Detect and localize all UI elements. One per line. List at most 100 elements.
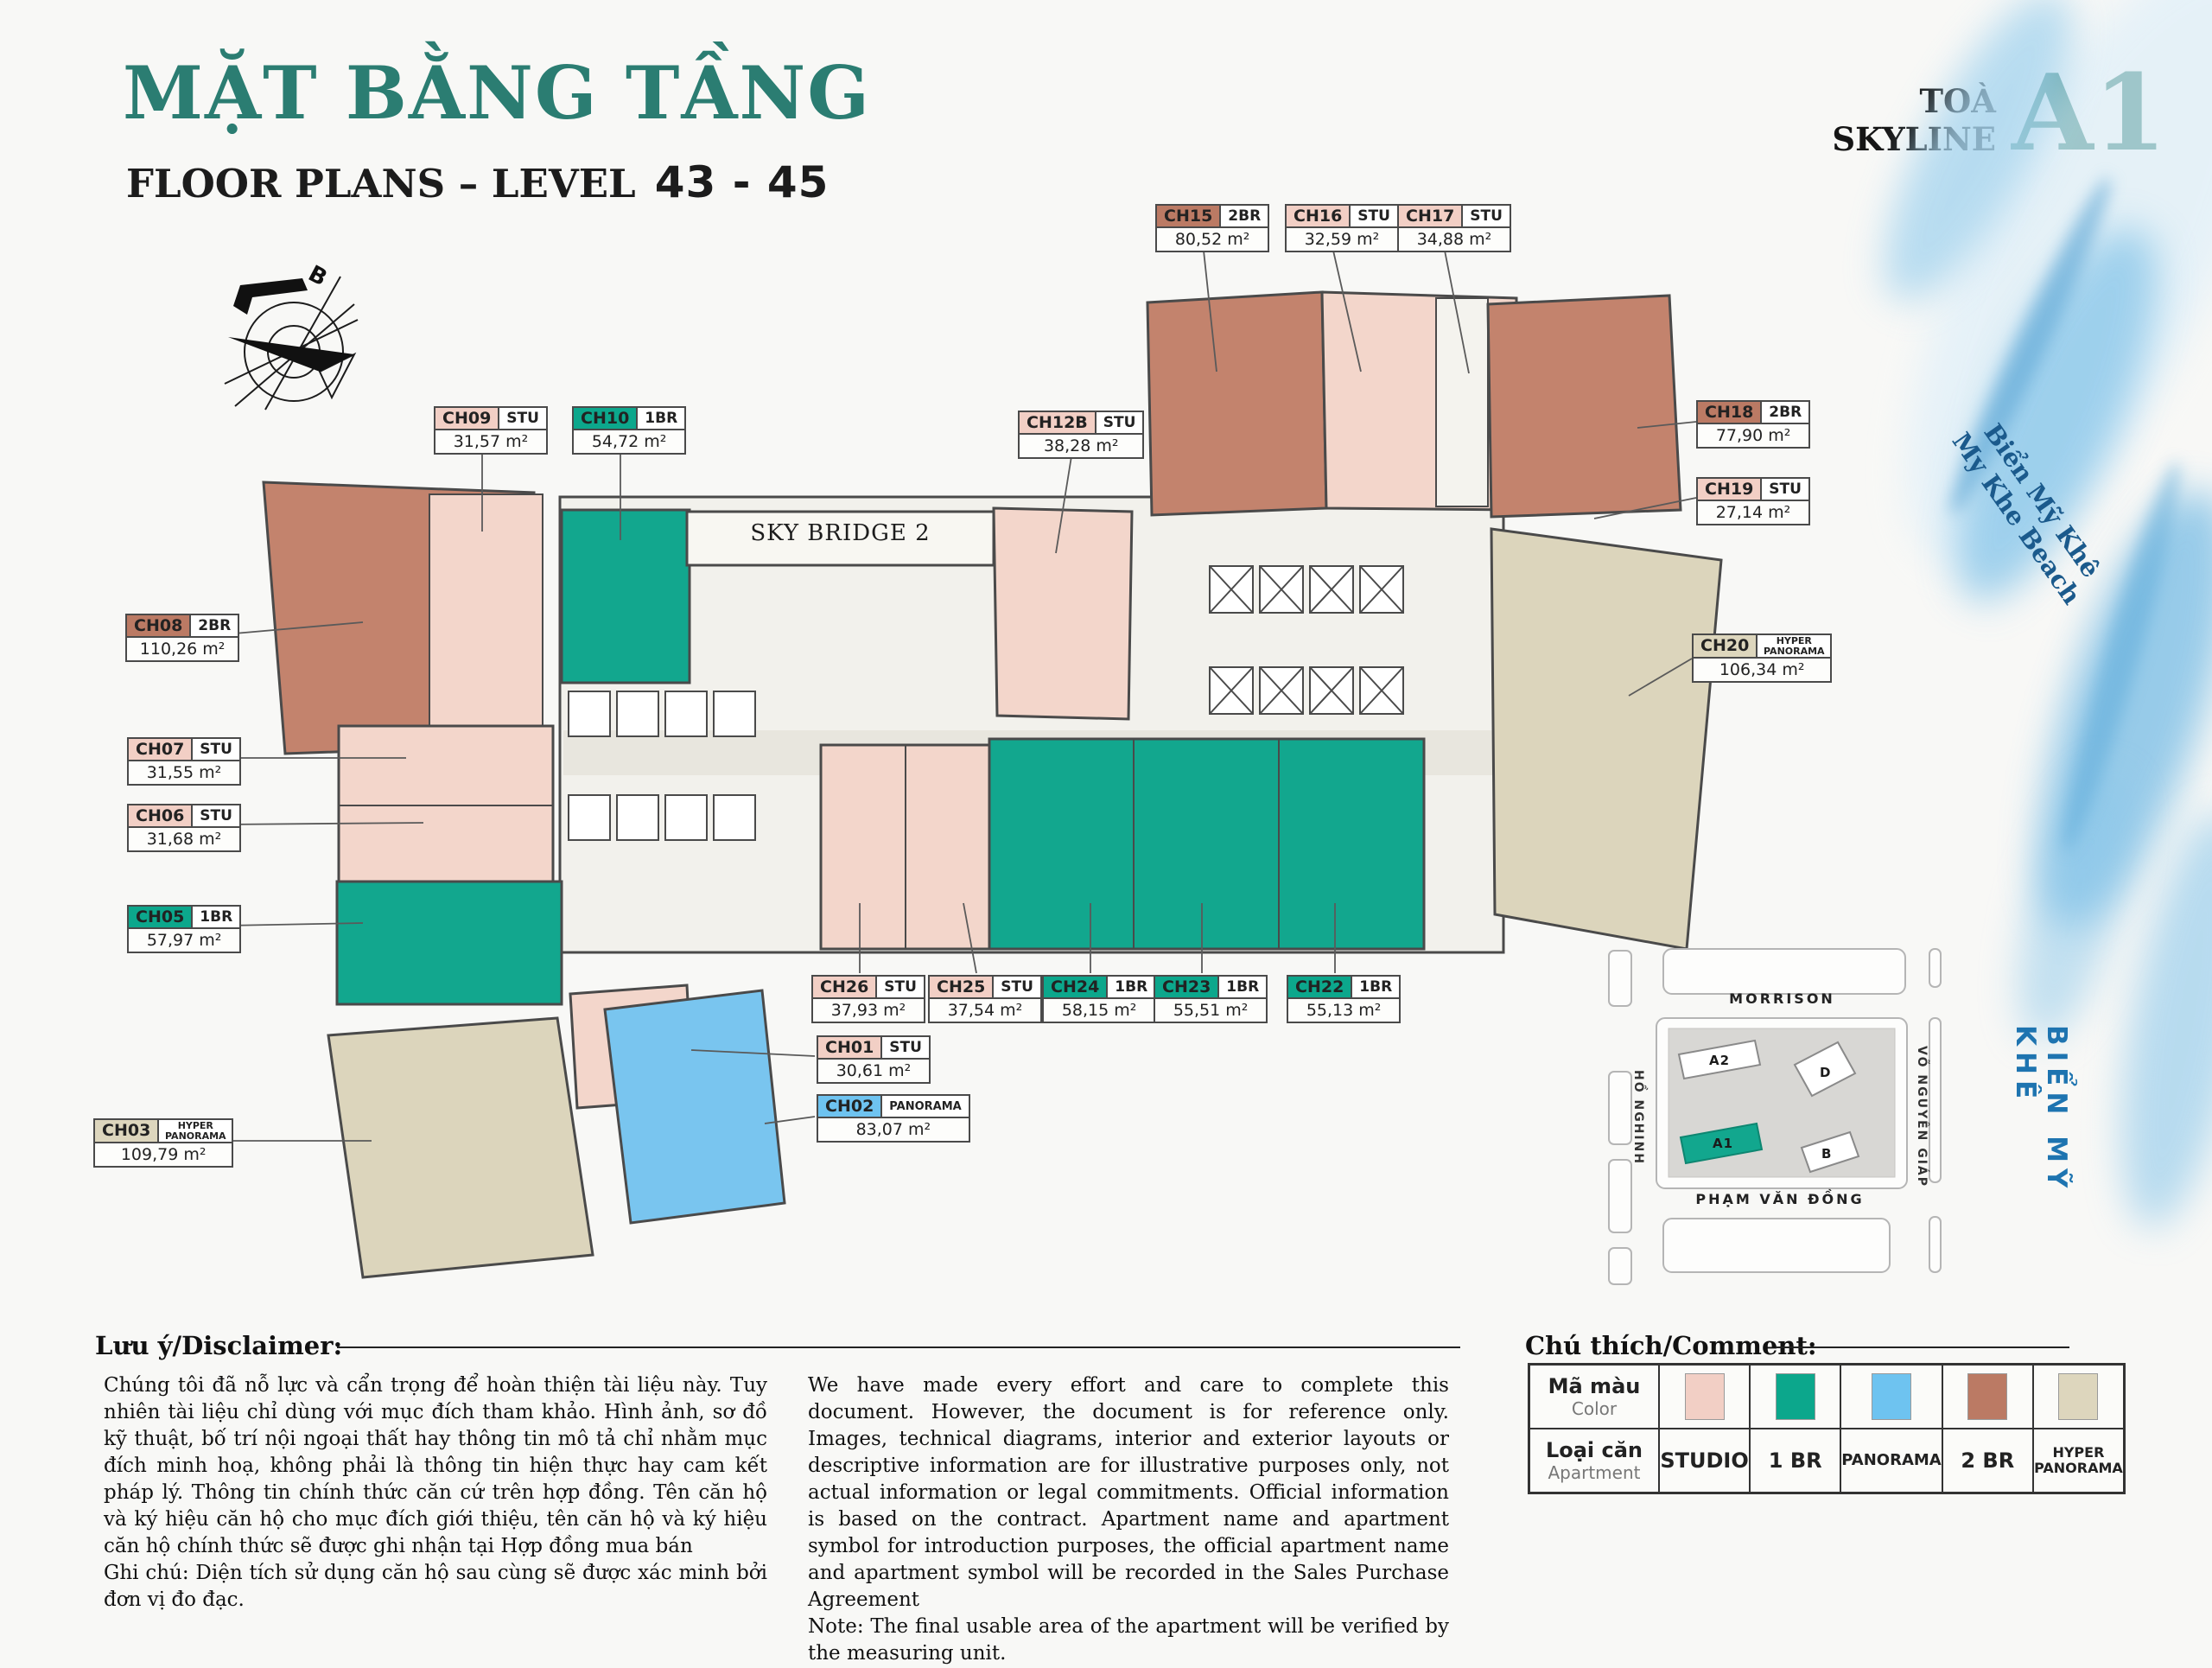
- unit-type: 2BR: [191, 614, 240, 638]
- unit-type: STU: [882, 1035, 931, 1060]
- unit-shape-CH02: [603, 989, 786, 1225]
- unit-shape-CH20: [1490, 527, 1723, 951]
- unit-type: STU: [994, 975, 1042, 999]
- unit-area: 83,07 m²: [817, 1118, 970, 1143]
- unit-area: 31,57 m²: [434, 430, 548, 455]
- unit-type: 1BR: [1108, 975, 1157, 999]
- leader-lines: [223, 250, 1697, 1142]
- unit-shape-CH10: [560, 508, 691, 684]
- unit-type: STU: [1096, 411, 1145, 435]
- unit-type: STU: [1351, 204, 1399, 228]
- unit-code: CH17: [1397, 204, 1464, 228]
- unit-type: STU: [193, 737, 241, 761]
- unit-type: 2BR: [1221, 204, 1270, 228]
- unit-code: CH09: [434, 406, 500, 430]
- legend-table: Mã màu Color Loại căn Apartment STUDIO 1…: [1528, 1363, 2126, 1494]
- unit-type: STU: [193, 804, 241, 828]
- street-name-top: MORRISON: [1729, 990, 1835, 1007]
- map-building-label-b: B: [1821, 1146, 1833, 1162]
- legend-swatch-cell-1br: [1750, 1365, 1841, 1429]
- legend-color-label-en: Color: [1571, 1398, 1618, 1419]
- elevator-boxes: [568, 565, 1404, 841]
- map-building-A1: [1679, 1122, 1764, 1165]
- legend-type-1br: 1 BR: [1768, 1448, 1822, 1473]
- unit-code: CH02: [817, 1094, 883, 1118]
- unit-type: 1BR: [638, 406, 687, 430]
- unit-shape-CH03: [327, 1016, 594, 1279]
- unit-shape-CH15: [1146, 290, 1328, 517]
- map-building-label-d: D: [1820, 1065, 1832, 1080]
- unit-code: CH15: [1155, 204, 1222, 228]
- unit-area: 109,79 m²: [93, 1143, 234, 1168]
- compass-north-label: B: [304, 261, 332, 292]
- unit-code: CH20: [1692, 633, 1758, 659]
- map-building-A2: [1677, 1039, 1762, 1080]
- legend-color-rowlabel: Mã màu Color: [1529, 1365, 1659, 1429]
- street-name-left: HỒ NGHINH: [1631, 1070, 1645, 1166]
- disclaimer-en-note: Note: The final usable area of the apart…: [808, 1615, 1449, 1665]
- disclaimer-rule: [337, 1346, 1460, 1348]
- legend-heading: Chú thích/Comment:: [1525, 1331, 1817, 1360]
- legend-type-panorama: PANORAMA: [1841, 1451, 1942, 1470]
- unit-area: 110,26 m²: [125, 638, 240, 662]
- legend-rule: [1776, 1346, 2069, 1348]
- legend-swatch-cell-panorama: [1840, 1365, 1942, 1429]
- legend-apartment-label-vi: Loại căn: [1545, 1438, 1643, 1462]
- sea-label: BIỂN MỸ KHÊ: [2010, 1025, 2072, 1194]
- unit-area: 38,28 m²: [1018, 435, 1145, 459]
- unit-type: STU: [1463, 204, 1511, 228]
- unit-type: 1BR: [193, 905, 242, 929]
- street-name-bottom: PHẠM VĂN ĐỒNG: [1695, 1191, 1865, 1207]
- map-building-label-a2: A2: [1709, 1053, 1731, 1068]
- floor-plan-drawing: [223, 250, 1723, 1279]
- unit-shape-CH18: [1486, 294, 1682, 519]
- legend-type-studio: STUDIO: [1660, 1448, 1749, 1473]
- unit-code: CH22: [1287, 975, 1353, 999]
- legend-swatch-panorama: [1871, 1373, 1911, 1420]
- disclaimer-vi-note: Ghi chú: Diện tích sử dụng căn hộ sau cù…: [104, 1562, 767, 1612]
- unit-shape-CH05: [335, 880, 563, 1006]
- unit-type: STU: [877, 975, 925, 999]
- unit-type: STU: [1762, 477, 1810, 501]
- unit-code: CH16: [1285, 204, 1351, 228]
- unit-code: CH23: [1154, 975, 1220, 999]
- legend-type-2br: 2 BR: [1961, 1448, 2015, 1473]
- page-subtitle-row: FLOOR PLANS – LEVEL 43 - 45: [126, 157, 829, 207]
- street-name-right: VÕ NGUYÊN GIÁP: [1915, 1046, 1929, 1188]
- unit-type: 1BR: [1352, 975, 1402, 999]
- unit-area: 55,51 m²: [1154, 999, 1268, 1023]
- unit-area: 31,55 m²: [127, 761, 241, 786]
